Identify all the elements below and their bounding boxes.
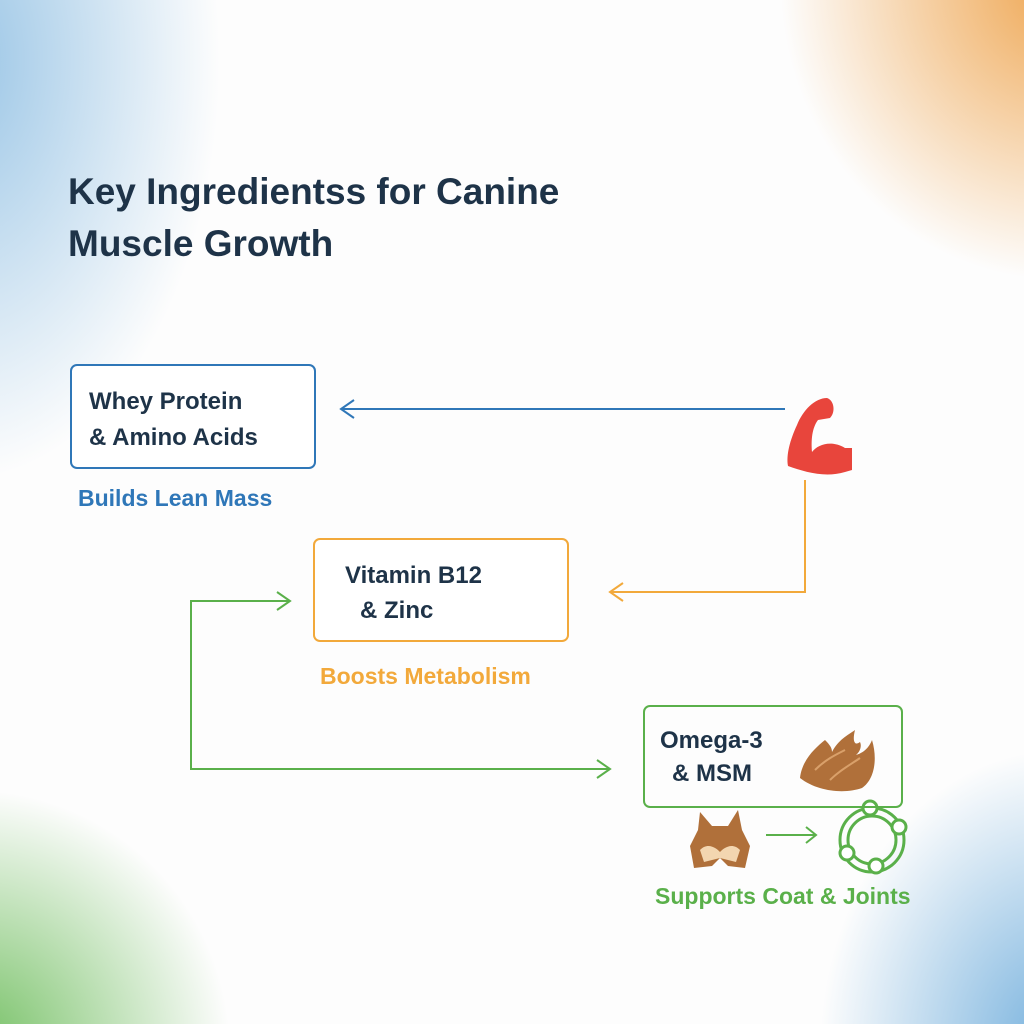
node-1-line-1: Whey Protein [89, 388, 243, 415]
blue-arrow [339, 399, 785, 419]
node-2-line-2: & Zinc [360, 597, 434, 624]
small-green-arrow [766, 826, 818, 844]
page-title: Key Ingredientss for Canine Muscle Growt… [68, 166, 559, 270]
omega-3-node [643, 705, 903, 808]
whey-protein-node [70, 364, 316, 469]
title-line-2: Muscle Growth [68, 223, 334, 264]
green-connector-arrow [190, 591, 612, 779]
node-1-caption: Builds Lean Mass [78, 485, 273, 511]
title-line-1: Key Ingredientss for Canine [68, 171, 560, 212]
fur-coat-icon [800, 730, 875, 792]
vitamin-b12-node [313, 538, 569, 642]
fur-patch-icon [690, 810, 750, 868]
node-2-line-1: Vitamin B12 [345, 562, 482, 589]
node-3-caption: Supports Coat & Joints [655, 883, 911, 909]
node-1-line-2: & Amino Acids [89, 424, 258, 451]
orange-arrow [608, 480, 806, 602]
node-3-line-2: & MSM [672, 760, 752, 787]
node-3-line-1: Omega-3 [660, 727, 763, 754]
node-2-caption: Boosts Metabolism [320, 663, 531, 689]
joints-ring-icon [838, 799, 908, 875]
flexed-bicep-icon [787, 398, 852, 475]
